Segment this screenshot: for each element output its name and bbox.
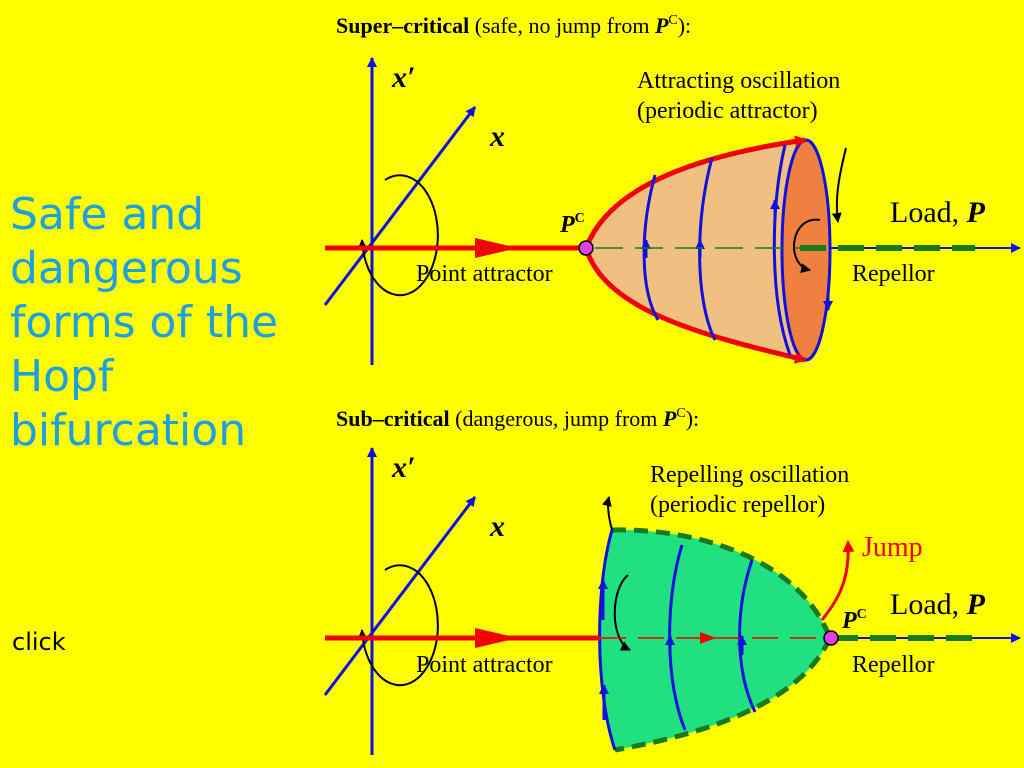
top-cone-surface [586,140,810,360]
bottom-envelope-lower [614,636,833,753]
bottom-load-label: Load, P [890,588,986,621]
top-x-axis [323,106,477,306]
super-critical-diagram: Super–critical (safe, no jump from PC): … [323,13,1021,365]
top-point-attractor-label: Point attractor [416,261,553,287]
top-pc-label: PC [559,211,585,238]
sub-critical-diagram: Sub–critical (dangerous, jump from PC): … [323,406,1021,755]
bottom-rotation-arc [357,564,439,687]
bottom-x-label: x [489,510,505,543]
bottom-inner-arrow [700,632,716,644]
title-line-5: bifurcation [10,405,247,456]
top-x-label: x [489,120,505,153]
top-xprime-label: x′ [391,61,415,94]
title-line-3: forms of the [10,297,279,348]
top-trajectory-1 [642,174,660,321]
bottom-point-attractor-label: Point attractor [416,652,553,678]
top-heading: Super–critical (safe, no jump from PC): [336,13,691,38]
title-line-1: Safe and [10,189,205,240]
top-rotation-arc [357,174,439,297]
bottom-heading: Sub–critical (dangerous, jump from PC): [336,406,699,431]
bottom-xprime-label: x′ [391,451,415,484]
bottom-osc-label-1: Repelling oscillation [650,462,849,488]
top-repellor-label: Repellor [852,261,935,287]
jump-arrow [820,540,855,621]
bottom-pc-label: PC [841,607,867,634]
top-osc-label-1: Attracting oscillation [637,68,840,94]
title-line-2: dangerous [10,243,243,294]
bottom-spiral [613,574,631,651]
bottom-x-axis [323,496,477,696]
bottom-osc-label-2: (periodic repellor) [650,492,825,518]
top-trajectory-3 [772,144,792,356]
bottom-outgoing-arrow [601,496,613,531]
click-label[interactable]: click [12,628,66,656]
bottom-point-attractor-arrow [475,628,518,648]
top-pc-point [578,240,594,256]
top-osc-label-2: (periodic attractor) [637,98,818,124]
top-spiral [793,218,821,274]
bottom-envelope-upper [611,527,833,639]
top-envelope-upper [583,135,807,249]
title-line-4: Hopf [10,351,114,402]
bottom-repellor-label: Repellor [852,652,935,678]
jump-label: Jump [862,532,923,563]
bottom-pc-point [823,630,839,646]
top-load-label: Load, P [890,196,986,229]
slide-title: Safe and dangerous forms of the Hopf bif… [10,188,330,458]
top-point-attractor-arrow [475,238,518,258]
top-envelope-lower [583,247,807,364]
bottom-cone-surface [599,529,830,750]
top-incoming-arrow [831,147,847,223]
